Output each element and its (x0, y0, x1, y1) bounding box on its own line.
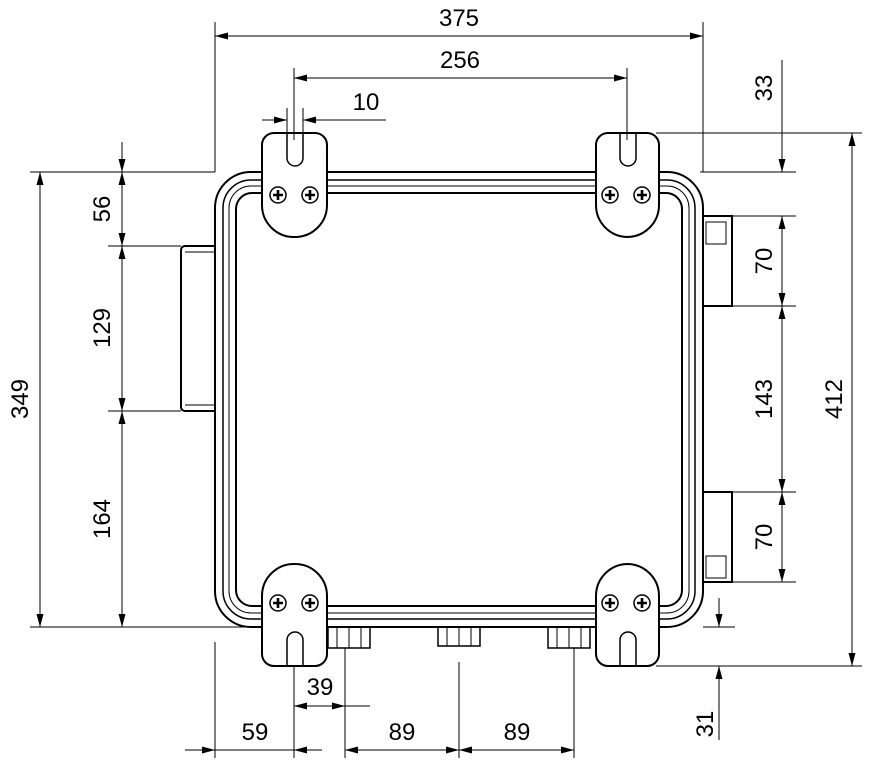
mounting-foot-bottom-left (261, 562, 328, 667)
dim-slot-width: 10 (353, 89, 380, 116)
dim-top-offset: 33 (751, 75, 778, 102)
dim-right-port-gap: 143 (751, 379, 778, 419)
dim-bottom-port-spacing: 39 (307, 674, 334, 701)
screw-icon (633, 594, 651, 612)
screw-icon (601, 594, 619, 612)
screw-icon (633, 186, 651, 204)
dim-left-total: 349 (7, 379, 34, 419)
enclosure-body (180, 171, 733, 649)
screw-icon (601, 186, 619, 204)
dimension-labels: 375 256 10 56 129 164 349 33 70 143 70 4… (7, 5, 848, 746)
screw-icon (269, 594, 287, 612)
mounting-foot-bottom-right (595, 562, 660, 667)
dim-side-port-height: 129 (89, 308, 116, 348)
enclosure-lid (235, 192, 683, 607)
dim-right-port-lower: 70 (751, 524, 778, 551)
dim-bottom-left-offset: 59 (242, 719, 269, 746)
dimension-lines (30, 22, 862, 758)
mounting-foot-top-right (595, 132, 660, 239)
dim-right-port-upper: 70 (751, 248, 778, 275)
dim-mount-spacing: 256 (440, 47, 480, 74)
screw-icon (301, 186, 319, 204)
mounting-foot-top-left (261, 132, 328, 239)
dim-right-total: 412 (821, 379, 848, 419)
dim-overall-width: 375 (439, 5, 479, 32)
dim-bottom-gap-2: 89 (504, 719, 531, 746)
screw-icon (269, 186, 287, 204)
dim-bottom-gap-1: 89 (389, 719, 416, 746)
screw-icon (301, 594, 319, 612)
right-connector-upper (701, 215, 733, 307)
dim-bottom-offset: 31 (692, 711, 719, 738)
dim-left-bottom-offset: 164 (89, 499, 116, 539)
dim-left-top-offset: 56 (89, 196, 116, 223)
